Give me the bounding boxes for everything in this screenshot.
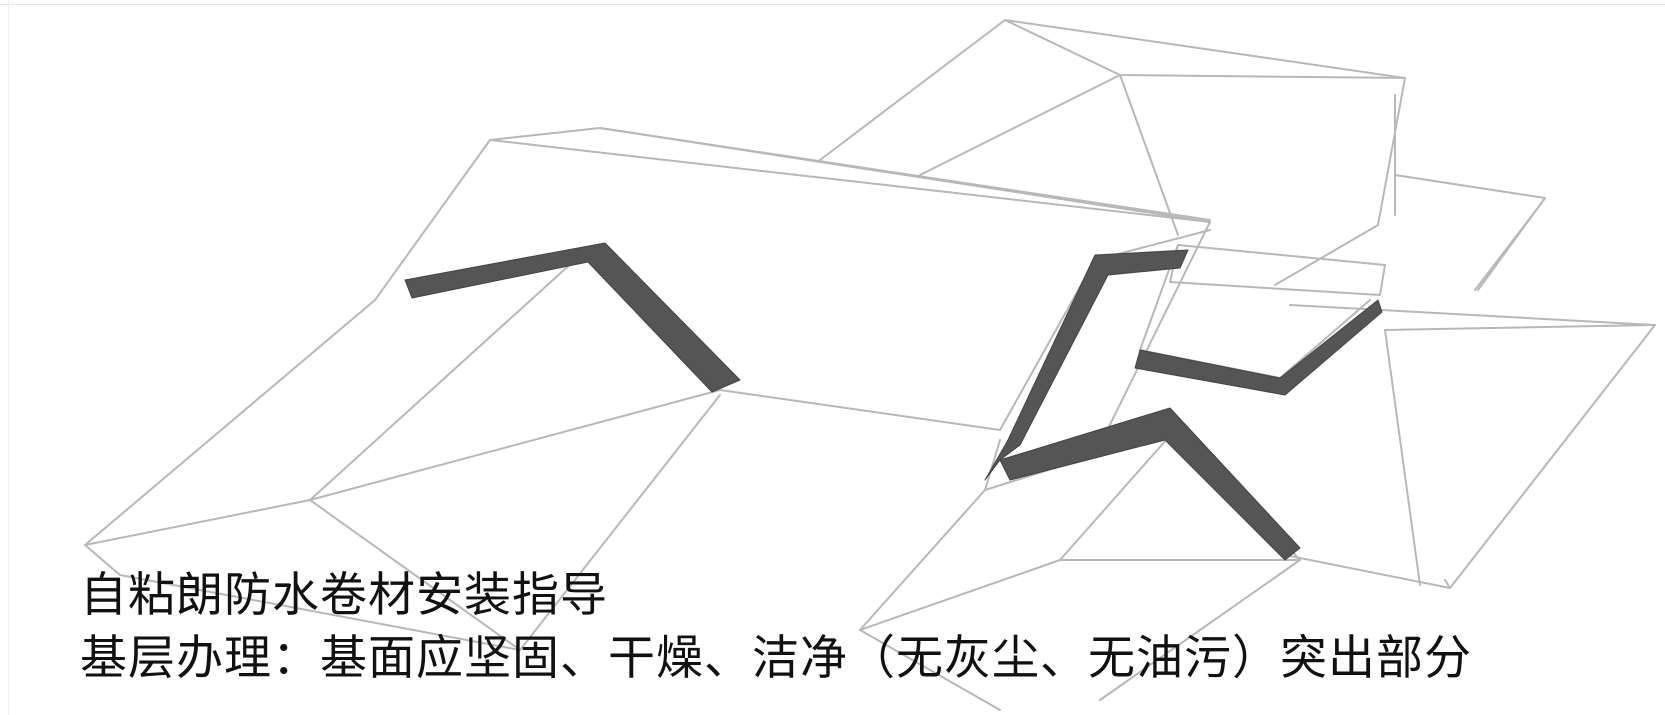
membrane-strip-left-valley xyxy=(404,242,741,393)
front-pyramid-ridge xyxy=(859,559,1301,631)
membrane-strip-front-valley xyxy=(999,407,1301,561)
left-pyramid-base xyxy=(84,544,521,651)
right-far-wing-outline xyxy=(1394,174,1546,291)
slide-left-border xyxy=(0,0,9,715)
center-ridge-base xyxy=(719,389,1001,431)
slide-title: 自粘朗防水卷材安装指导 xyxy=(80,568,608,623)
center-ridge-line xyxy=(599,127,1211,221)
right-far-wing-edge xyxy=(1474,197,1546,291)
right-pyramid-ridge xyxy=(1384,324,1656,331)
center-ridge-outline xyxy=(374,139,1211,456)
back-roof-hip xyxy=(1119,74,1179,236)
back-roof-hip-left xyxy=(919,74,1121,176)
front-pyramid-hip xyxy=(1059,429,1176,561)
front-pyramid-base xyxy=(859,629,1001,711)
center-ridge-top xyxy=(489,127,1211,223)
right-pyramid-corner xyxy=(1444,579,1451,589)
back-roof-outline xyxy=(819,19,1406,286)
right-pyramid-hip xyxy=(1384,329,1421,586)
membrane-strip-center-valley xyxy=(984,249,1189,481)
slide-body-text: 基层办理：基面应坚固、干燥、洁净（无灰尘、无油污）突出部分 xyxy=(80,631,1472,686)
slide-top-border xyxy=(0,0,1665,5)
left-pyramid-edge-back xyxy=(84,299,376,546)
left-pyramid-hip xyxy=(309,499,521,651)
right-pyramid-outline xyxy=(1284,304,1656,589)
center-valley-join xyxy=(984,439,1001,491)
front-pyramid-base-right xyxy=(1099,559,1301,701)
left-pyramid-ridge xyxy=(309,259,576,501)
left-pyramid-edge-front xyxy=(84,389,721,546)
chimney-top xyxy=(1169,244,1386,296)
membrane-strip-chimney-flashing xyxy=(1134,299,1383,396)
left-pyramid-hip-front xyxy=(519,394,721,651)
